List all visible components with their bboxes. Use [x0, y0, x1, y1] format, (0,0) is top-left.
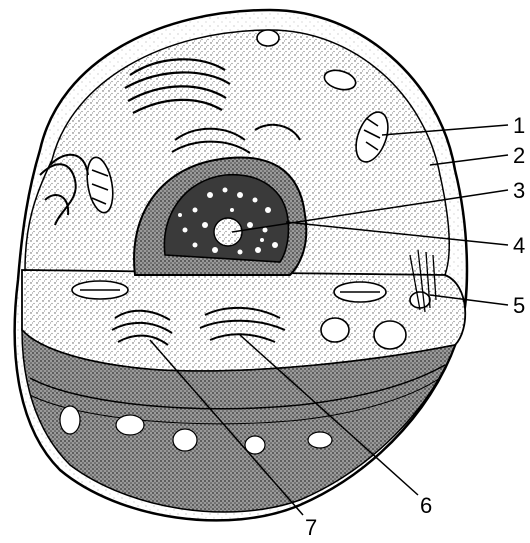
label-5: 5: [513, 293, 525, 318]
label-1: 1: [513, 113, 525, 138]
label-2: 2: [513, 143, 525, 168]
label-3: 3: [513, 178, 525, 203]
nucleolus: [214, 218, 242, 246]
label-7: 7: [305, 515, 317, 540]
label-6: 6: [420, 493, 432, 518]
label-4: 4: [513, 233, 525, 258]
